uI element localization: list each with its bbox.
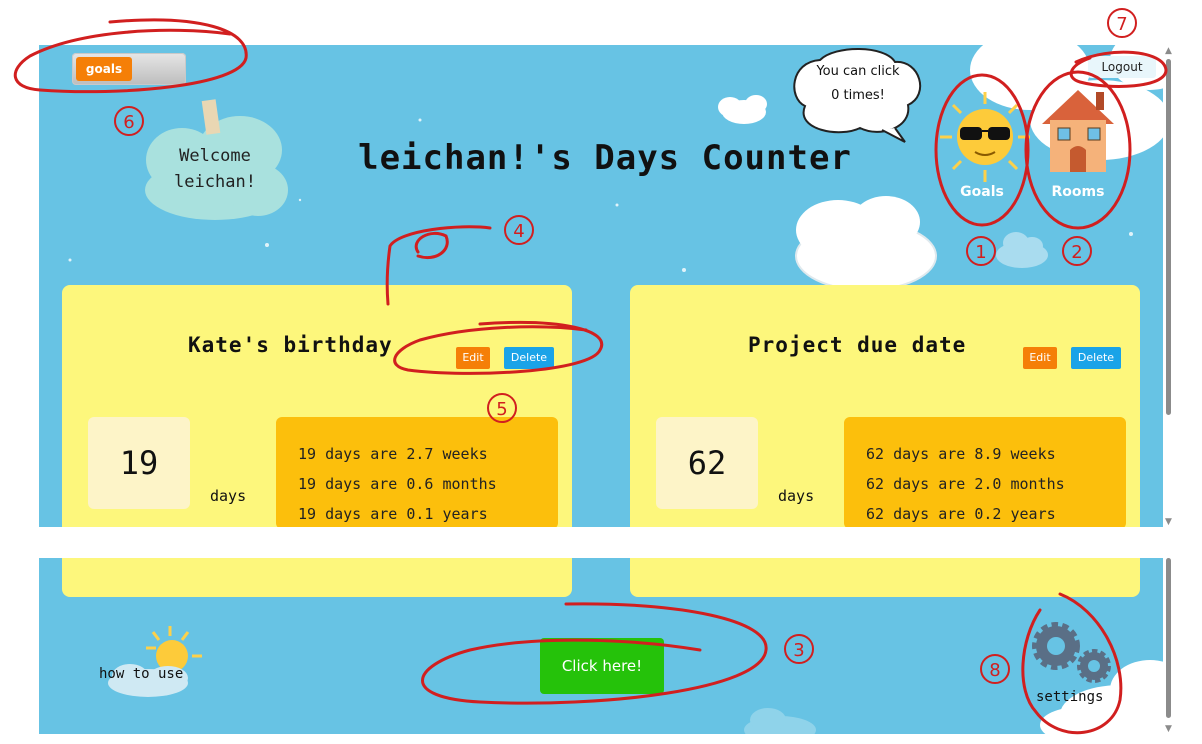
annotation-marker: 2 bbox=[1062, 236, 1092, 266]
cloud-icon bbox=[718, 95, 767, 124]
tape-icon bbox=[201, 99, 221, 135]
annotation-marker: 7 bbox=[1107, 8, 1137, 38]
scrollbar-thumb[interactable] bbox=[1166, 558, 1171, 718]
delete-button[interactable]: Delete bbox=[1071, 347, 1121, 369]
goals-progress-fill: goals bbox=[76, 57, 132, 81]
edit-button[interactable]: Edit bbox=[456, 347, 490, 369]
event-title: Kate's birthday bbox=[188, 333, 393, 357]
welcome-cloud-icon bbox=[145, 116, 288, 220]
days-count: 19 bbox=[88, 417, 190, 509]
how-to-use-link[interactable]: how to use bbox=[99, 666, 184, 682]
conversion-years: 19 days are 0.1 years bbox=[298, 505, 488, 523]
scroll-down-arrow[interactable]: ▼ bbox=[1165, 724, 1172, 734]
annotation-marker: 3 bbox=[784, 634, 814, 664]
welcome-message: Welcome leichan! bbox=[140, 130, 290, 218]
click-count-line-1: You can click bbox=[816, 64, 900, 79]
event-title: Project due date bbox=[748, 333, 967, 357]
scrollbar-top[interactable] bbox=[1163, 45, 1175, 527]
annotation-marker: 4 bbox=[504, 215, 534, 245]
goals-progress-bar[interactable]: goals bbox=[72, 53, 186, 85]
cloud-icon bbox=[744, 708, 816, 734]
capture-gap bbox=[0, 527, 1202, 558]
scrollbar-thumb[interactable] bbox=[1166, 59, 1171, 415]
conversion-box: 19 days are 2.7 weeks 19 days are 0.6 mo… bbox=[276, 417, 558, 529]
annotation-marker: 1 bbox=[966, 236, 996, 266]
conversion-box: 62 days are 8.9 weeks 62 days are 2.0 mo… bbox=[844, 417, 1126, 529]
conversion-weeks: 62 days are 8.9 weeks bbox=[866, 445, 1056, 463]
gear-icon[interactable] bbox=[1032, 622, 1111, 683]
click-here-button[interactable]: Click here! bbox=[540, 638, 664, 694]
conversion-months: 19 days are 0.6 months bbox=[298, 475, 497, 493]
conversion-months: 62 days are 2.0 months bbox=[866, 475, 1065, 493]
edit-button[interactable]: Edit bbox=[1023, 347, 1057, 369]
days-unit-label: days bbox=[210, 487, 247, 505]
delete-button[interactable]: Delete bbox=[504, 347, 554, 369]
welcome-line-1: Welcome bbox=[179, 146, 251, 166]
annotation-marker: 6 bbox=[114, 106, 144, 136]
cloud-icon bbox=[996, 232, 1048, 268]
sun-with-sunglasses-icon[interactable] bbox=[940, 92, 1030, 182]
days-unit-label: days bbox=[778, 487, 815, 505]
conversion-weeks: 19 days are 2.7 weeks bbox=[298, 445, 488, 463]
scrollbar-bottom[interactable] bbox=[1163, 558, 1175, 734]
click-count-line-2: 0 times! bbox=[831, 88, 885, 103]
nav-goals-label[interactable]: Goals bbox=[960, 184, 1004, 200]
scroll-down-arrow[interactable]: ▼ bbox=[1165, 517, 1172, 527]
logout-button[interactable]: Logout bbox=[1088, 56, 1156, 78]
sun-cloud-icon[interactable] bbox=[108, 626, 202, 697]
click-count-bubble: You can click 0 times! bbox=[800, 60, 916, 108]
settings-link[interactable]: settings bbox=[1036, 689, 1104, 705]
annotation-marker: 5 bbox=[487, 393, 517, 423]
page-title: leichan!'s Days Counter bbox=[358, 138, 852, 178]
annotation-marker: 8 bbox=[980, 654, 1010, 684]
speech-bubble-icon bbox=[793, 48, 922, 143]
nav-rooms-label[interactable]: Rooms bbox=[1051, 184, 1105, 200]
conversion-years: 62 days are 0.2 years bbox=[866, 505, 1056, 523]
scroll-up-arrow[interactable]: ▲ bbox=[1165, 46, 1172, 56]
cloud-icon bbox=[795, 196, 937, 291]
welcome-line-2: leichan! bbox=[174, 172, 256, 192]
days-count: 62 bbox=[656, 417, 758, 509]
